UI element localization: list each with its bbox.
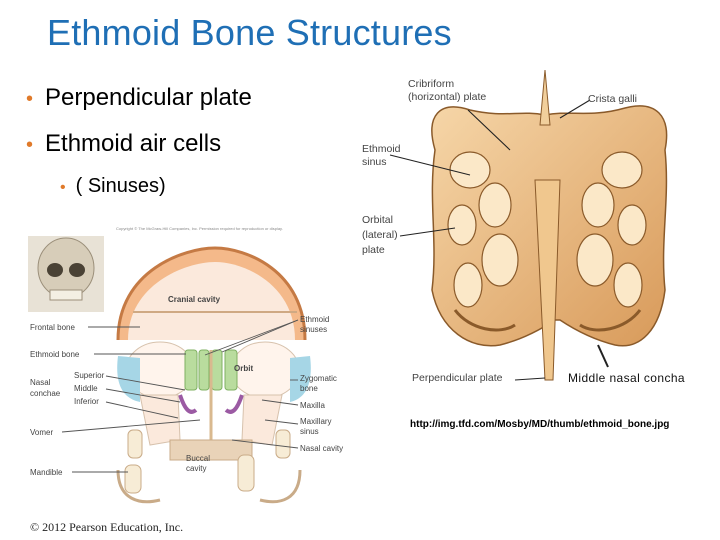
label-nasal-conchae-2: conchae [30, 389, 61, 398]
label-maxilla: Maxilla [300, 401, 325, 410]
bullet-text: Perpendicular plate [45, 84, 252, 111]
label-ethmoid-sinus-2: sinus [362, 156, 387, 168]
label-ethmoid-sinuses: Ethmoid [300, 315, 329, 324]
label-superior: Superior [74, 371, 105, 380]
label-frontal-bone: Frontal bone [30, 323, 75, 332]
bullet-text: Ethmoid air cells [45, 130, 222, 157]
bullet-perpendicular-plate: • Perpendicular plate [26, 84, 252, 112]
label-middle: Middle [74, 384, 98, 393]
footer-copyright: © 2012 Pearson Education, Inc. [30, 520, 184, 534]
label-ethmoid-sinus: Ethmoid [362, 143, 401, 155]
label-zygomatic: Zygomatic [300, 374, 337, 383]
label-orbit: Orbit [234, 364, 253, 373]
label-orbital: Orbital [362, 214, 393, 226]
label-maxillary-sinus: Maxillary [300, 417, 332, 426]
label-cranial-cavity: Cranial cavity [168, 295, 221, 304]
label-orbital-2: (lateral) [362, 229, 398, 241]
coronal-section-illustration: Cranial cavity Frontal bone Ethmoid bone… [28, 236, 343, 504]
label-crista-galli: Crista galli [588, 93, 637, 105]
label-nasal-cavity: Nasal cavity [300, 444, 343, 453]
label-buccal-2: cavity [186, 464, 206, 473]
label-mandible: Mandible [30, 468, 63, 477]
label-zygomatic-2: bone [300, 384, 318, 393]
label-maxillary-sinus-2: sinus [300, 427, 319, 436]
label-orbital-3: plate [362, 244, 385, 256]
bullet-text: ( Sinuses) [75, 175, 166, 197]
label-middle-nasal-concha: Middle nasal concha [568, 371, 686, 385]
bullet-dot-icon: • [60, 179, 66, 196]
slide-title: Ethmoid Bone Structures [47, 12, 452, 53]
label-vomer: Vomer [30, 428, 53, 437]
bullet-dot-icon: • [26, 88, 34, 110]
label-inferior: Inferior [74, 397, 99, 406]
bullet-ethmoid-air-cells: • Ethmoid air cells [26, 130, 221, 158]
label-cribriform: Cribriform [408, 78, 454, 90]
sub-bullet-sinuses: • ( Sinuses) [60, 175, 166, 198]
label-perpendicular-plate: Perpendicular plate [412, 372, 503, 384]
label-ethmoid-sinuses-2: sinuses [300, 325, 327, 334]
figure-copyright-fine-print: Copyright © The McGraw-Hill Companies, I… [116, 226, 283, 231]
label-ethmoid-bone: Ethmoid bone [30, 350, 80, 359]
label-cribriform-2: (horizontal) plate [408, 91, 486, 103]
bullet-dot-icon: • [26, 134, 34, 156]
label-buccal: Buccal [186, 454, 210, 463]
source-url: http://img.tfd.com/Mosby/MD/thumb/ethmoi… [410, 419, 670, 430]
label-nasal-conchae: Nasal [30, 378, 51, 387]
